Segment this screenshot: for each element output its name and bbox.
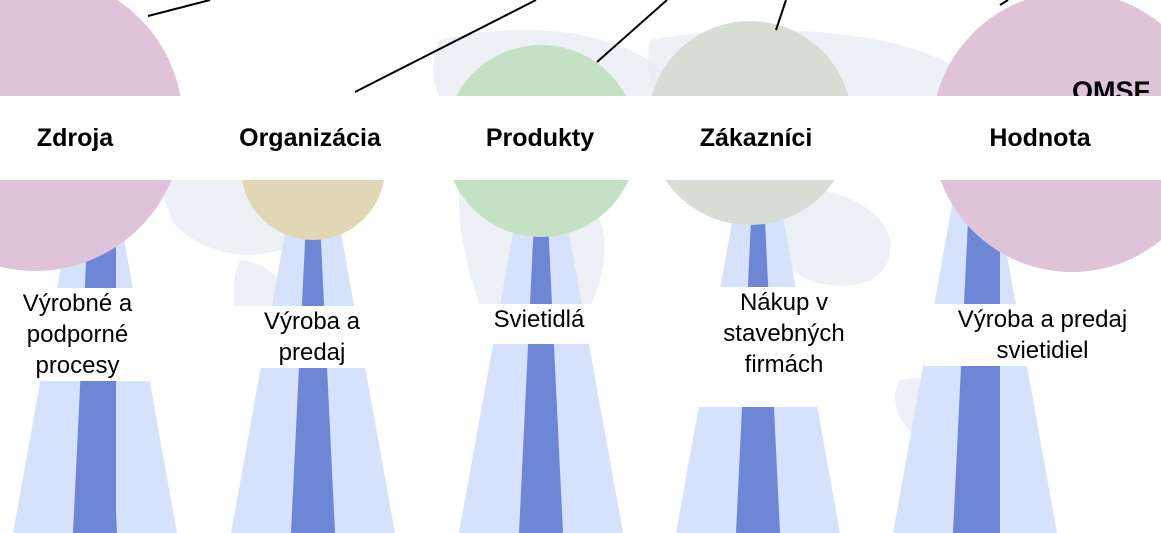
heading-produkty: Produkty [485, 124, 595, 152]
spotlight-beam [519, 200, 563, 533]
description-line: predaj [278, 339, 346, 366]
description-line: Výroba a [263, 308, 361, 335]
description-line: Nákup v [739, 289, 829, 316]
connector-line [354, 0, 537, 93]
connector-line [775, 0, 787, 31]
heading-zdroja: Zdroja [36, 124, 114, 152]
description-zdroja: Výrobné a podporné procesy [0, 288, 155, 381]
connector-line [596, 0, 668, 63]
description-line: podporné [26, 321, 129, 348]
description-line: Výrobné a [22, 290, 133, 317]
description-zakaznici: Nákup v stavebných firmách [686, 287, 882, 407]
connector-line [999, 0, 1009, 6]
description-organizacia: Výroba a predaj [222, 306, 402, 368]
connector-line [147, 0, 211, 17]
heading-band [0, 96, 1161, 180]
description-line: Výroba a predaj [957, 306, 1128, 333]
description-line: firmách [744, 351, 824, 378]
connector-lines [147, 0, 1009, 93]
description-hodnota: Výroba a predaj svietidiel [924, 304, 1161, 366]
description-line: svietidiel [996, 337, 1089, 364]
spotlight-edge [970, 200, 1000, 533]
heading-organizacia: Organizácia [239, 124, 381, 152]
heading-hodnota: Hodnota [989, 124, 1091, 152]
description-line: stavebných [723, 320, 845, 347]
description-produkty: Svietidlá [470, 304, 608, 344]
heading-zakaznici: Zákazníci [699, 124, 813, 152]
description-line: Svietidlá [493, 306, 585, 333]
description-line: procesy [35, 352, 120, 379]
